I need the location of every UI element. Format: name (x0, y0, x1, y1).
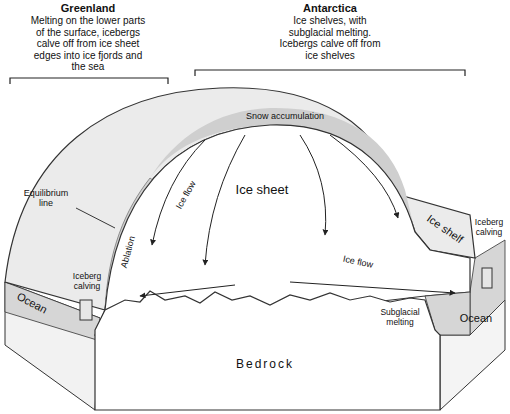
region-note: Ice shelves, with subglacial melting. Ic… (274, 15, 386, 61)
iceberg (80, 300, 92, 320)
region-heading: Antarctica (303, 2, 357, 15)
bedrock (95, 291, 440, 410)
region-note: Melting on the lower parts of the surfac… (28, 15, 148, 73)
water-label: Ocean (460, 312, 492, 325)
process-label: Iceberg calving (472, 218, 506, 238)
region-bracket (10, 78, 168, 84)
process-label: Subglacial melting (371, 308, 429, 328)
part-label: Bedrock (236, 358, 294, 372)
part-label: Ice sheet (236, 183, 289, 198)
region-bracket (195, 70, 465, 76)
iceberg (482, 268, 492, 288)
part-label: Snow accumulation (246, 111, 324, 121)
leader-line (76, 208, 115, 228)
process-label: Iceberg calving (68, 272, 106, 292)
ice-flow-arrows (140, 135, 455, 296)
part-label: Equilibrium line (18, 188, 74, 209)
block-side (5, 282, 100, 410)
region-heading: Greenland (61, 2, 115, 15)
